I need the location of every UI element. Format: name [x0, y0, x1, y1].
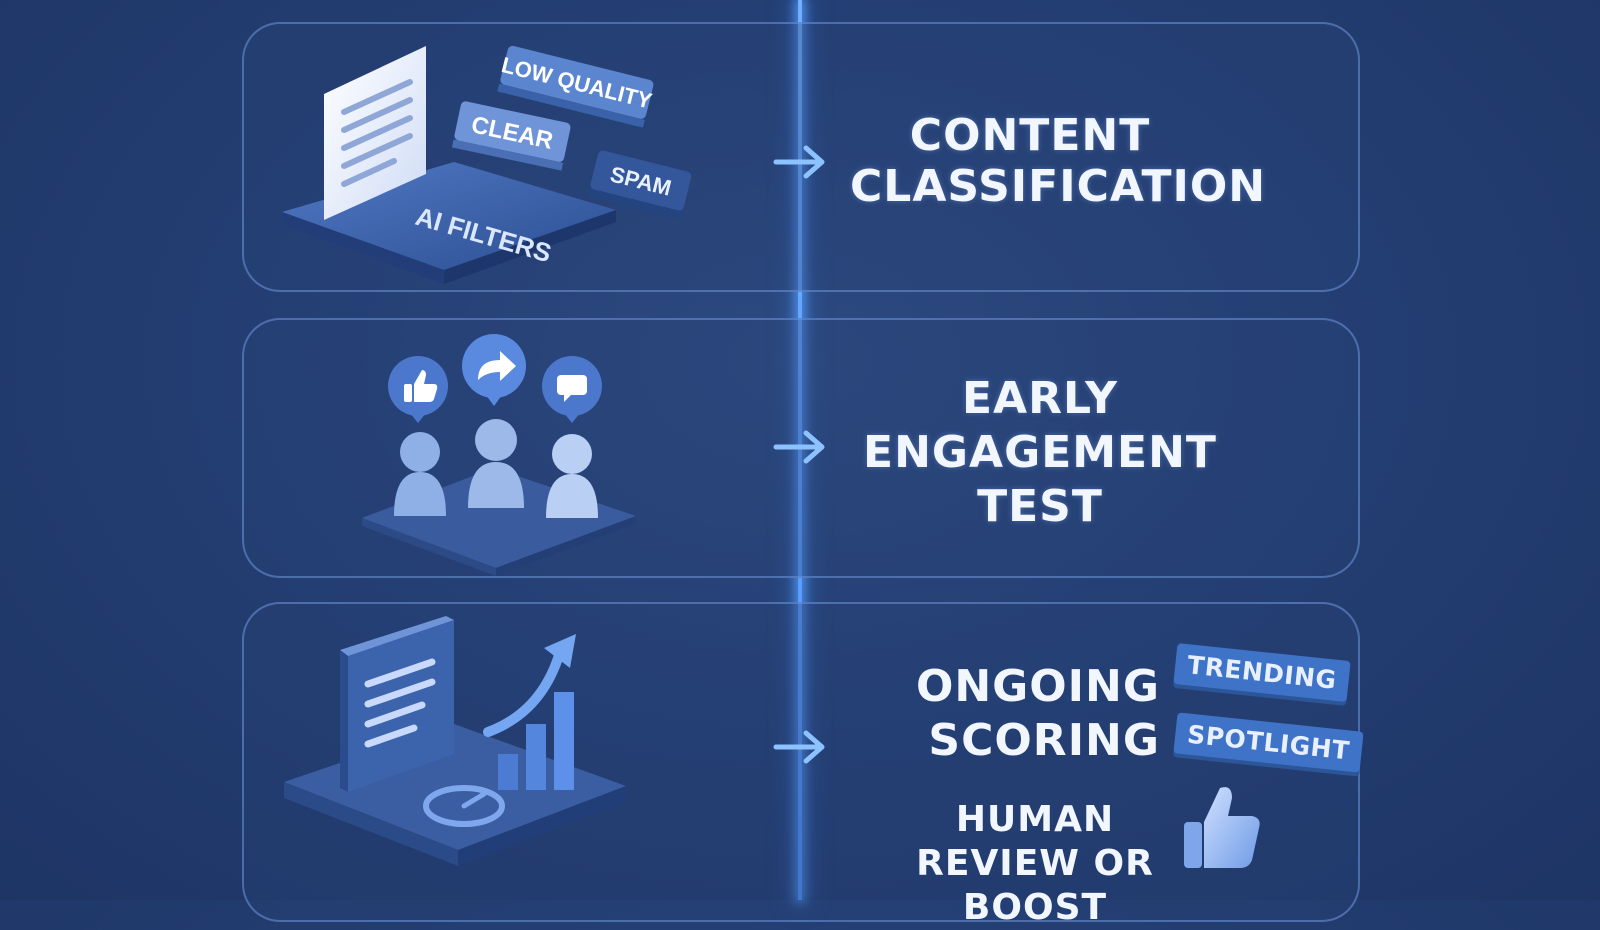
arrow-right-icon	[773, 730, 825, 764]
scoring-platform	[284, 724, 626, 866]
person-icon	[468, 419, 524, 508]
document-icon	[324, 46, 426, 220]
comment-icon	[542, 356, 602, 423]
human-review-label: HUMAN REVIEW OR BOOST	[916, 799, 1154, 928]
tag-clear: CLEAR	[451, 101, 571, 171]
stage-title-early-engagement: EARLY ENGAGEMENT TEST	[863, 373, 1217, 533]
ai-filters-illustration: AI FILTERS LOW QUALITY CLEAR SPAM	[282, 45, 692, 284]
stage-card-content-classification: AI FILTERS LOW QUALITY CLEAR SPAM	[242, 22, 1360, 292]
timeline-line	[798, 0, 802, 900]
thumbs-up-icon	[1184, 787, 1260, 868]
arrow-right-icon	[773, 145, 825, 179]
report-document-icon	[340, 616, 454, 792]
trend-arrow-head	[544, 634, 576, 668]
share-icon	[462, 334, 526, 406]
tag-spam: SPAM	[587, 150, 692, 220]
stage-title-ongoing-scoring: ONGOING SCORING	[915, 661, 1160, 766]
trend-arrow-icon	[483, 647, 565, 737]
engagement-illustration	[362, 334, 636, 576]
arrow-right-icon	[773, 430, 825, 464]
bar-chart-icon	[498, 692, 574, 790]
stage-title-content-classification: CONTENT CLASSIFICATION	[850, 110, 1267, 213]
person-icon	[546, 434, 598, 518]
scoring-illustration	[284, 616, 626, 866]
gauge-icon	[423, 785, 505, 827]
thumbs-up-icon	[388, 356, 448, 423]
person-icon	[394, 432, 446, 516]
